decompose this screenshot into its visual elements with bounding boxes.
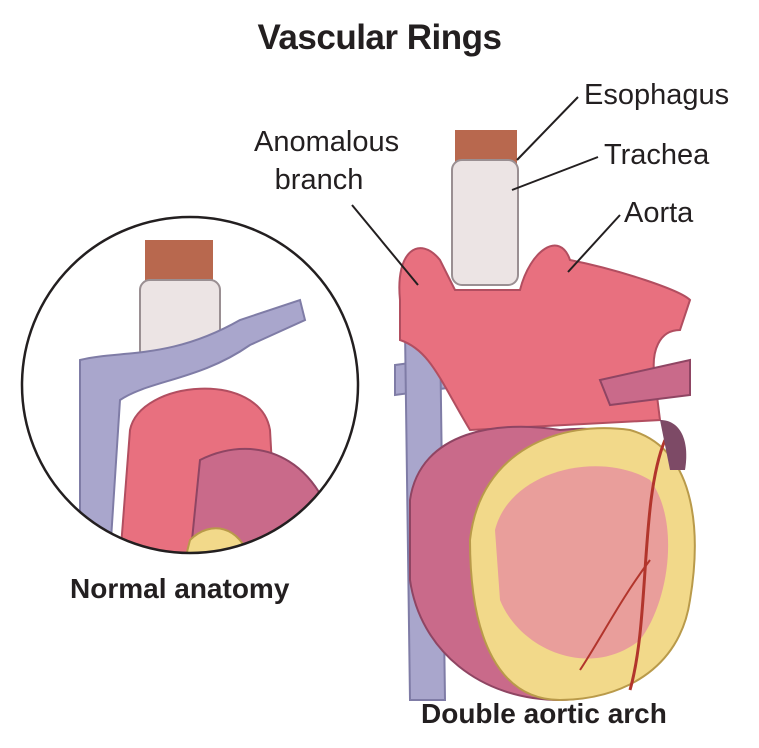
label-trachea: Trachea bbox=[604, 139, 710, 171]
label-esophagus: Esophagus bbox=[584, 79, 730, 111]
leader-lines bbox=[351, 96, 621, 286]
page-title: Vascular Rings bbox=[257, 18, 502, 57]
inset-circle bbox=[20, 215, 360, 555]
label-anomalous-line2: branch bbox=[274, 164, 364, 196]
normal-anatomy-inset bbox=[22, 217, 358, 553]
esophagus-leader bbox=[516, 96, 579, 161]
label-anomalous-line1: Anomalous bbox=[254, 126, 400, 158]
trachea-leader bbox=[511, 156, 599, 191]
anomalous-branch-leader bbox=[351, 204, 419, 286]
caption-normal-anatomy: Normal anatomy bbox=[70, 573, 290, 604]
label-anomalous-branch: Anomalous branch bbox=[254, 126, 400, 197]
label-aorta: Aorta bbox=[624, 197, 694, 229]
caption-double-aortic-arch: Double aortic arch bbox=[421, 698, 667, 729]
aorta-leader bbox=[567, 214, 621, 273]
double-aortic-arch-illustration bbox=[394, 130, 696, 702]
